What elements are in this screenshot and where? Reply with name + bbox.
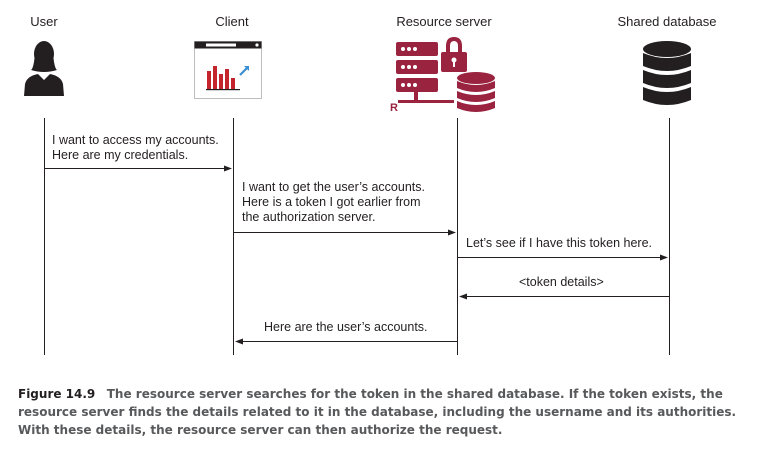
message-1: I want to access my accounts. Here are m… (52, 133, 219, 163)
actor-label-client: Client (215, 14, 249, 29)
message-2: I want to get the user’s accounts. Here … (242, 180, 425, 225)
user-icon (24, 41, 64, 96)
message-2-line-1: I want to get the user’s accounts. (242, 180, 425, 194)
resource-server-lock-database-icon (396, 37, 495, 112)
actor-label-user: User (30, 14, 58, 29)
message-4: <token details> (519, 275, 604, 289)
message-2-line-2: Here is a token I got earlier from (242, 195, 421, 209)
client-browser-chart-icon (194, 41, 262, 99)
actor-label-shared-database: Shared database (617, 14, 717, 29)
shared-database-icon (643, 41, 691, 105)
message-2-line-3: the authorization server. (242, 210, 376, 224)
arrowhead-1 (224, 165, 232, 172)
message-5: Here are the user’s accounts. (264, 320, 428, 334)
message-1-line-1: I want to access my accounts. (52, 133, 219, 147)
message-3: Let’s see if I have this token here. (466, 236, 652, 250)
arrowhead-3 (660, 254, 668, 261)
resource-server-tag: R (390, 102, 398, 114)
arrowhead-2 (448, 229, 456, 236)
arrowhead-4 (459, 293, 467, 300)
actor-label-resource-server: Resource server (396, 14, 492, 29)
figure-caption-label: Figure 14.9 (18, 387, 96, 401)
arrowhead-5 (235, 338, 243, 345)
figure-caption-text: The resource server searches for the tok… (18, 387, 737, 437)
figure-caption: Figure 14.9 The resource server searches… (18, 385, 748, 439)
message-1-line-2: Here are my credentials. (52, 148, 189, 162)
